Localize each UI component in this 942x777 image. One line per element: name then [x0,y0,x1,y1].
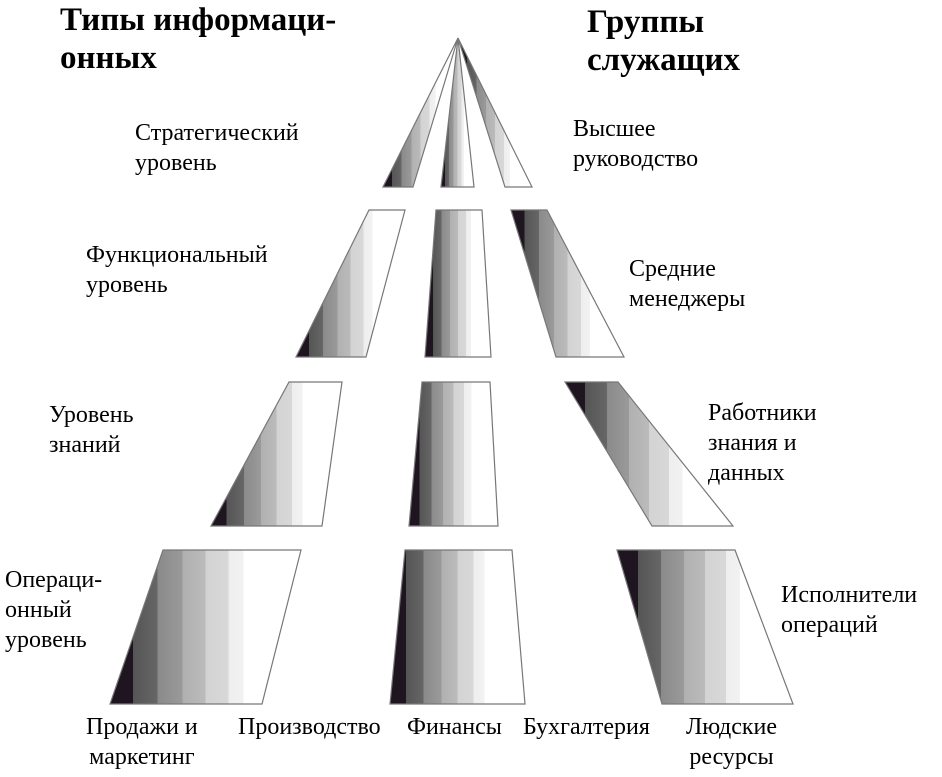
title-info-types-line2: онных [60,40,157,76]
level-operational: Операци- онный уровень [5,565,102,655]
label-line: уровень [86,272,168,298]
pyramid-tier2-left [295,209,406,358]
pyramid-tier2-middle [424,209,492,358]
level-knowledge: Уровень знаний [49,400,134,460]
group-top-management: Высшее руководство [573,114,698,174]
title-employee-groups-line1: Группы [587,4,705,40]
group-operators: Исполнители операций [781,580,917,640]
label-line: данных [708,460,785,486]
pyramid-top-middle [440,37,475,188]
pyramid-tier3-left [209,381,343,527]
pyramid-tier2-right [510,209,625,358]
label-line: знаний [49,432,121,458]
dept-finance: Финансы [407,714,502,740]
label-line: Работники [708,400,817,426]
label-line: операций [781,612,878,638]
group-knowledge-workers: Работники знания и данных [708,398,817,488]
pyramid-tier3-middle [408,381,499,527]
label-line: руководство [573,146,699,172]
pyramid-tier4-right [616,549,794,705]
title-info-types-line1: Типы информаци- [60,2,337,38]
label-line: уровень [135,150,217,176]
pyramid-top-right [457,37,533,188]
label-line: ресурсы [689,744,774,770]
label-line: Средние [629,256,716,282]
label-line: Стратегический [135,120,299,146]
pyramid-tier4-middle [389,549,526,705]
label-line: знания и [708,430,797,456]
dept-human-resources: Людские ресурсы [686,712,777,772]
pyramid-tier4-left [109,549,302,705]
label-line: Функциональный [86,242,268,268]
dept-sales-marketing: Продажи и маркетинг [86,712,198,772]
level-strategic: Стратегический уровень [135,118,299,178]
dept-production: Производство [238,714,381,740]
label-line: Людские [686,714,778,740]
pyramid-tier3-right [563,381,735,527]
pyramid-top-left [382,37,459,188]
label-line: маркетинг [89,744,195,770]
label-line: Уровень [49,402,134,428]
label-line: Операци- [5,567,103,593]
label-line: онный [5,597,72,623]
group-middle-managers: Средние менеджеры [629,254,745,314]
label-line: менеджеры [629,286,746,312]
label-line: Высшее [573,116,656,142]
label-line: уровень [5,627,87,653]
title-employee-groups-line2: служащих [587,42,741,78]
level-functional: Функциональный уровень [86,240,268,300]
dept-accounting: Бухгалтерия [523,714,650,740]
label-line: Продажи и [86,714,198,740]
label-line: Исполнители [781,582,918,608]
